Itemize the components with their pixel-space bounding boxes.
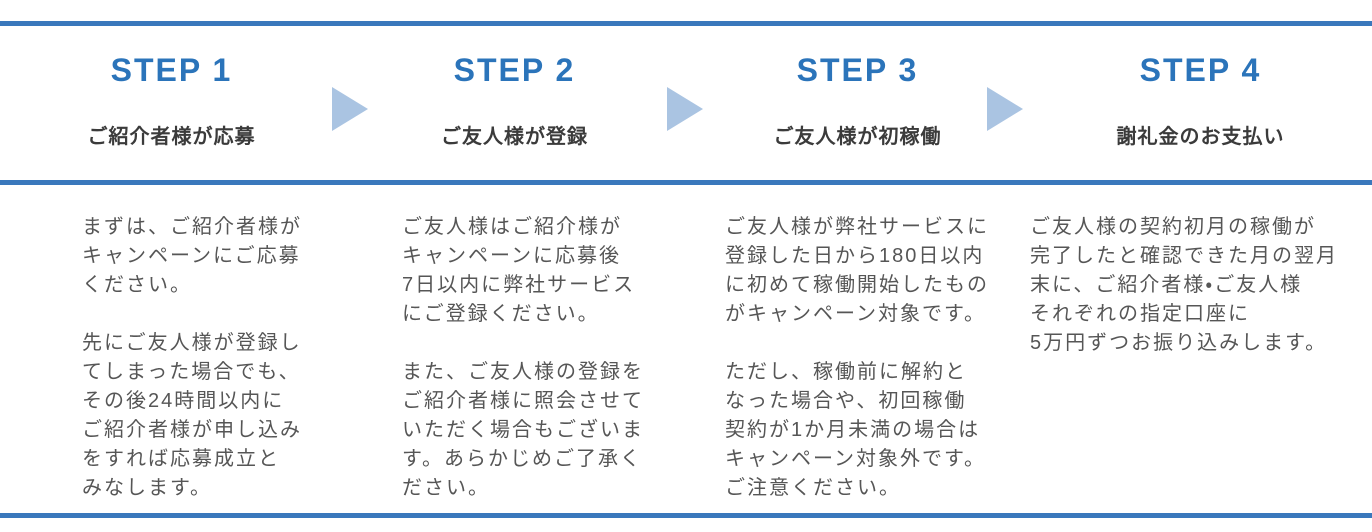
step-1-title: STEP 1 xyxy=(110,52,233,88)
step-4-subtitle: 謝礼金のお支払い xyxy=(1116,126,1285,148)
step-2-title: STEP 2 xyxy=(453,52,576,88)
step-3-title: STEP 3 xyxy=(796,52,919,88)
step-2-subtitle: ご友人様が登録 xyxy=(441,126,588,148)
step-2-description: ご友人様はご紹介様が キャンペーンに応募後 7日以内に弊社サービス にご登録くだ… xyxy=(402,216,644,499)
step-3-subtitle: ご友人様が初稼働 xyxy=(773,126,942,148)
middle-divider-line xyxy=(0,180,1372,185)
step-3-description: ご友人様が弊社サービスに 登録した日から180日以内 に初めて稼働開始したもの … xyxy=(725,216,989,499)
bottom-divider-line xyxy=(0,513,1372,518)
step-4-description: ご友人様の契約初月の稼働が 完了したと確認できた月の翌月 末に、ご紹介者様・ご友… xyxy=(1030,216,1338,354)
right-arrow-icon xyxy=(332,87,368,131)
step-2-header: STEP 2 ご友人様が登録 xyxy=(343,26,686,180)
step-4-header: STEP 4 謝礼金のお支払い xyxy=(1029,26,1372,180)
right-arrow-icon xyxy=(667,87,703,131)
step-1-description: まずは、ご紹介者様が キャンペーンにご応募 ください。 先にご友人様が登録し て… xyxy=(82,216,302,499)
step-1-subtitle: ご紹介者様が応募 xyxy=(87,126,256,148)
top-divider-line xyxy=(0,21,1372,26)
step-3-header: STEP 3 ご友人様が初稼働 xyxy=(686,26,1029,180)
step-header-row: STEP 1 ご紹介者様が応募 STEP 2 ご友人様が登録 STEP 3 ご友… xyxy=(0,26,1372,180)
right-arrow-icon xyxy=(987,87,1023,131)
step-4-title: STEP 4 xyxy=(1139,52,1262,88)
step-1-header: STEP 1 ご紹介者様が応募 xyxy=(0,26,343,180)
